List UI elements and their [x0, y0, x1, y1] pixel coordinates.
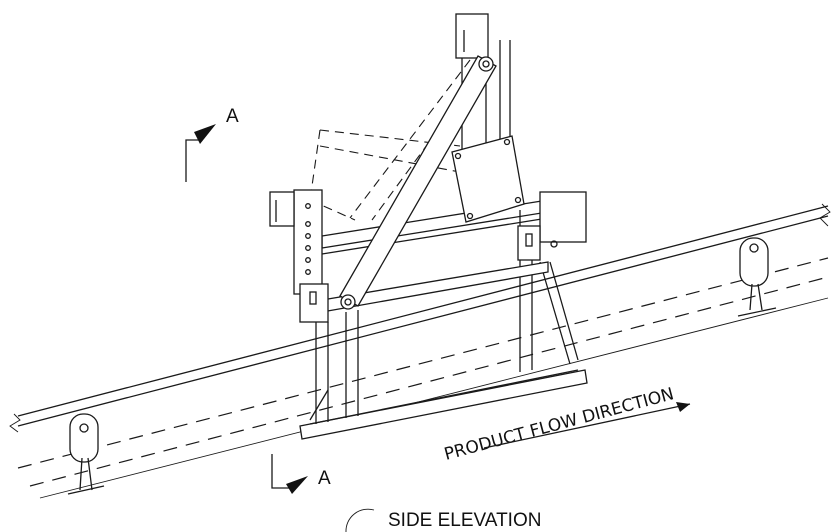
right-brace-b	[549, 261, 579, 361]
crossbar-upper-edge	[321, 217, 549, 255]
roller-left	[69, 413, 99, 463]
section-marker-bottom	[271, 454, 308, 494]
roller-support-right	[737, 237, 777, 317]
column-hole-4	[305, 257, 311, 263]
roller-support-left	[67, 413, 105, 495]
roller-left-post2	[87, 457, 93, 491]
motor-bolt-4	[466, 212, 474, 220]
conveyor-top-rail	[17, 205, 829, 417]
column-slot	[309, 291, 317, 305]
break-line-left	[9, 413, 21, 433]
motor-box	[451, 135, 525, 223]
column-upper	[293, 189, 323, 295]
roller-right-base	[737, 307, 777, 317]
alt-line-4	[319, 145, 461, 173]
base-plate	[299, 369, 588, 440]
roller-right-axle	[749, 243, 759, 253]
motor-bolt-3	[514, 196, 522, 204]
roller-right	[739, 237, 769, 287]
section-label-top: A	[226, 106, 239, 127]
conveyor-centerline-dashed	[17, 257, 829, 469]
right-brace	[539, 261, 571, 365]
arm-top-pivot	[478, 56, 494, 72]
roller-left-axle	[79, 423, 89, 433]
section-line-bottom	[271, 454, 290, 489]
arm-bottom-pivot	[340, 294, 356, 310]
roller-right-post2	[757, 283, 763, 311]
view-title-bubble	[345, 508, 375, 532]
section-arrow-bottom-icon	[286, 476, 308, 494]
column-sleeve	[299, 283, 329, 323]
column-hole-5	[305, 269, 311, 275]
column-bracket	[269, 191, 295, 227]
view-title: SIDE ELEVATION	[388, 510, 541, 531]
gearbox-bolt	[550, 240, 558, 248]
roller-left-post	[79, 457, 83, 491]
conveyor-bottom-rail	[39, 297, 829, 499]
column-hole-3	[305, 245, 311, 251]
adjustable-column	[269, 189, 329, 323]
alt-line-2	[309, 129, 321, 201]
section-label-bottom: A	[318, 468, 331, 489]
right-sleeve-slot	[525, 233, 533, 247]
arm-bottom-pivot-pin	[344, 298, 352, 306]
flow-arrow-shaft	[483, 403, 691, 449]
arm-top-pivot-pin	[482, 60, 490, 68]
column-hole-1	[305, 221, 311, 227]
top-box	[455, 13, 489, 59]
section-arrow-top-icon	[194, 124, 216, 144]
section-marker-top	[185, 124, 216, 182]
left-brace	[309, 389, 329, 421]
roller-right-post	[749, 283, 753, 311]
base-plate-top	[309, 369, 579, 425]
conveyor-top-rail-inner	[17, 215, 829, 427]
section-line-top	[185, 139, 200, 182]
diagonal-arm	[339, 55, 497, 310]
alt-line-1	[319, 129, 461, 147]
motor-bolt-1	[454, 152, 462, 160]
column-hole-2	[305, 233, 311, 239]
break-line-right	[819, 203, 831, 227]
flow-arrow-head-icon	[676, 402, 690, 412]
alternate-position-dashed	[309, 59, 483, 221]
column-hole-top	[305, 203, 311, 209]
flow-direction-arrow-icon	[483, 402, 691, 449]
motor-bolt-2	[503, 138, 511, 146]
right-sleeve	[517, 225, 541, 261]
gearbox	[539, 191, 587, 243]
alt-arm-1	[349, 59, 471, 219]
motor-plate	[451, 135, 525, 223]
roller-left-base	[67, 485, 105, 495]
conveyor-rails	[9, 203, 831, 499]
